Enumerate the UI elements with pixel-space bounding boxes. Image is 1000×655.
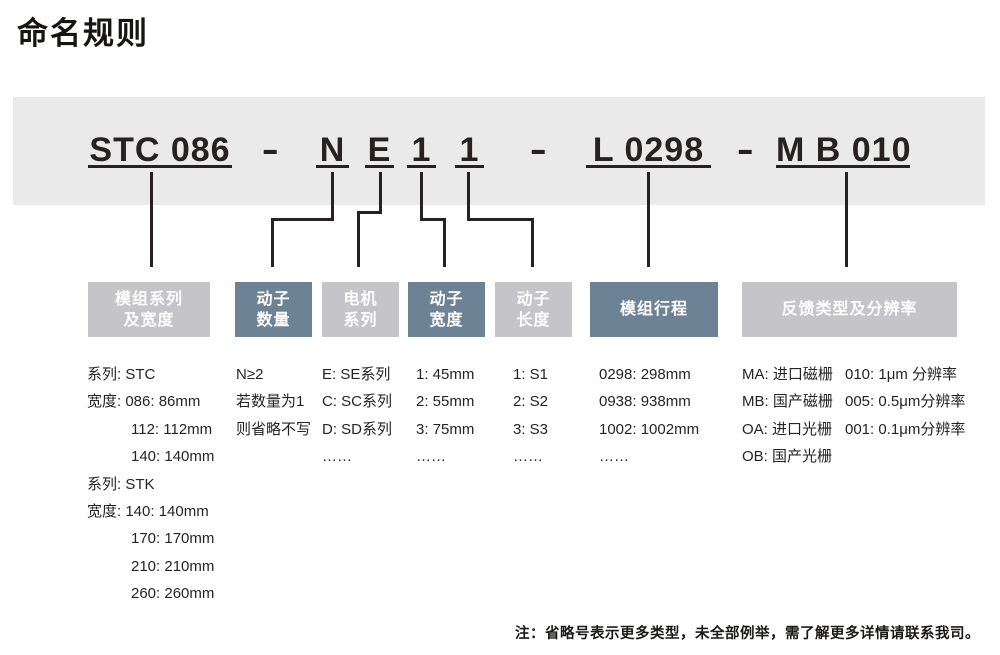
label-box-mover-count: 动子 数量 <box>235 282 312 337</box>
code-segment-mover-length: 1 <box>455 130 484 169</box>
list-item: 系列: STC <box>87 366 156 383</box>
col-mover-length: 1: S1 2: S2 3: S3 …… <box>513 361 548 471</box>
list-item: 210: 210mm <box>131 557 215 575</box>
connector-line <box>531 218 534 267</box>
label-line: 模组行程 <box>619 301 688 318</box>
col-mover-count: N≥2 若数量为1 则省略不写 <box>236 361 311 443</box>
list-item: 则省略不写 <box>236 420 312 438</box>
list-item: C: SC系列 <box>322 393 393 411</box>
label-line: 长度 <box>516 311 551 329</box>
list-item: 宽度: 140: 140mm <box>87 502 209 520</box>
list-item: 0298: 298mm <box>599 366 691 383</box>
list-item: …… <box>513 448 543 466</box>
label-line: 及宽度 <box>123 311 175 329</box>
code-segment-mover-width: 1 <box>407 130 436 169</box>
label-line: 模组系列 <box>114 290 183 308</box>
list-item: 3: S3 <box>513 420 549 438</box>
label-box-mover-length: 动子 长度 <box>495 282 572 337</box>
col-mover-width: 1: 45mm 2: 55mm 3: 75mm …… <box>416 361 474 471</box>
footnote: 注：省略号表示更多类型，未全部例举，需了解更多详情请联系我司。 <box>515 626 980 642</box>
connector-line <box>150 172 153 267</box>
list-item: 140: 140mm <box>131 448 215 466</box>
list-item: 170: 170mm <box>131 530 215 548</box>
list-item: 001: 0.1μm分辨率 <box>845 420 966 438</box>
connector-line <box>845 172 848 267</box>
list-item: 2: 55mm <box>416 393 475 411</box>
list-item: …… <box>416 448 446 466</box>
list-item: MB: 国产磁栅 <box>742 393 833 411</box>
list-item: 260: 260mm <box>131 585 215 603</box>
label-box-mover-width: 动子 宽度 <box>408 282 485 337</box>
connector-line <box>647 172 650 267</box>
diagram-panel <box>13 97 985 205</box>
connector-line <box>420 172 423 221</box>
list-item: 2: S2 <box>513 393 549 411</box>
list-item: …… <box>599 448 629 466</box>
list-item: OA: 进口光栅 <box>742 420 833 438</box>
label-box-series: 模组系列 及宽度 <box>88 282 210 337</box>
connector-line <box>271 218 334 221</box>
list-item: 1: 45mm <box>416 366 475 383</box>
connector-line <box>443 218 446 267</box>
code-segment-motor-series: E <box>365 130 394 169</box>
label-line: 反馈类型及分辨率 <box>781 301 918 318</box>
col-feedback-type: MA: 进口磁栅 MB: 国产磁栅 OA: 进口光栅 OB: 国产光栅 <box>742 361 833 471</box>
col-series-width: 系列: STC 宽度: 086: 86mm 112: 112mm 140: 140mm… <box>87 361 214 608</box>
connector-line <box>379 172 382 214</box>
code-segment-series: STC 086 <box>88 131 232 169</box>
list-item: 系列: STK <box>87 475 155 493</box>
connector-line <box>467 172 470 221</box>
list-item: 若数量为1 <box>236 393 305 411</box>
list-item: …… <box>322 448 352 466</box>
list-item: 010: 1μm 分辨率 <box>845 366 958 383</box>
col-stroke: 0298: 298mm 0938: 938mm 1002: 1002mm …… <box>599 361 699 471</box>
label-box-motor-series: 电机 系列 <box>322 282 399 337</box>
code-segment-feedback: M B 010 <box>776 131 912 169</box>
list-item: OB: 国产光栅 <box>742 448 833 466</box>
label-box-stroke: 模组行程 <box>590 282 718 337</box>
col-feedback-resolution: 010: 1μm 分辨率 005: 0.5μm分辨率 001: 0.1μm分辨率 <box>845 361 965 443</box>
label-line: 宽度 <box>429 311 464 329</box>
connector-line <box>331 172 334 221</box>
list-item: 0938: 938mm <box>599 393 691 411</box>
label-line: 动子 <box>516 290 551 308</box>
list-item: 1: S1 <box>513 366 549 383</box>
connector-line <box>467 218 534 221</box>
list-item: MA: 进口磁栅 <box>742 366 833 383</box>
list-item: 3: 75mm <box>416 420 475 438</box>
connector-line <box>271 218 274 267</box>
col-motor-series: E: SE系列 C: SC系列 D: SD系列 …… <box>322 361 392 471</box>
list-item: 112: 112mm <box>131 420 213 438</box>
label-line: 系列 <box>343 311 378 329</box>
label-line: 电机 <box>343 290 378 308</box>
code-dash: - <box>529 131 549 169</box>
code-dash: - <box>261 131 281 169</box>
list-item: 1002: 1002mm <box>599 420 700 438</box>
label-line: 数量 <box>256 311 291 329</box>
list-item: 005: 0.5μm分辨率 <box>845 393 966 411</box>
code-segment-mover-count: N <box>316 130 349 169</box>
connector-line <box>357 211 382 214</box>
label-box-feedback: 反馈类型及分辨率 <box>742 282 957 337</box>
list-item: E: SE系列 <box>322 366 391 383</box>
list-item: 宽度: 086: 86mm <box>87 393 201 411</box>
label-line: 动子 <box>429 290 464 308</box>
label-line: 动子 <box>256 290 291 308</box>
list-item: D: SD系列 <box>322 420 393 438</box>
connector-line <box>357 211 360 267</box>
code-dash: - <box>736 131 756 169</box>
list-item: N≥2 <box>236 366 264 383</box>
connector-line <box>420 218 446 221</box>
code-segment-stroke: L 0298 <box>586 130 711 169</box>
page-title: 命名规则 <box>17 16 149 51</box>
